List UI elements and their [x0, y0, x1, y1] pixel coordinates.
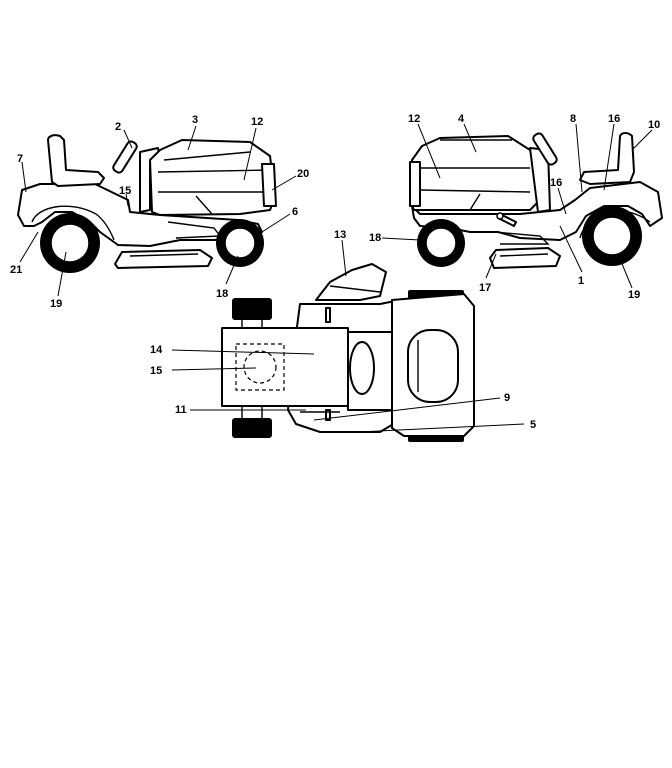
callout-right-16-top: 16: [608, 113, 620, 125]
right-steering-wheel: [532, 132, 558, 166]
callout-right-10: 10: [648, 119, 660, 131]
callout-right-19: 19: [628, 289, 640, 301]
left-seat: [47, 134, 105, 187]
callout-right-16: 16: [550, 177, 562, 189]
left-side-view: 2 3 12 7 20 15 6 21 19 18: [10, 114, 309, 310]
callout-right-8: 8: [570, 113, 576, 125]
callout-top-9: 9: [504, 392, 510, 404]
callout-top-15: 15: [150, 365, 162, 377]
callout-left-21: 21: [10, 264, 22, 276]
callout-left-15: 15: [119, 185, 131, 197]
callout-left-2: 2: [115, 121, 121, 133]
top-hood-grille: [407, 329, 459, 403]
top-view: 13 14 15 11 9 5: [150, 229, 536, 442]
callout-top-11: 11: [175, 404, 187, 416]
right-seat: [579, 132, 635, 185]
callout-top-14: 14: [150, 344, 163, 356]
right-side-view: 12 4 8 16 10 16 18 17 1 19: [369, 113, 663, 301]
right-body-fender: [411, 181, 663, 241]
left-mower-deck: [114, 249, 213, 269]
callout-left-20: 20: [297, 168, 309, 180]
callout-left-7: 7: [17, 153, 23, 165]
callout-left-3: 3: [192, 114, 198, 126]
left-steering-wheel: [112, 140, 138, 174]
callout-right-12: 12: [408, 113, 420, 125]
callout-right-4: 4: [458, 113, 465, 125]
callout-left-18: 18: [216, 288, 228, 300]
callout-left-6: 6: [292, 206, 298, 218]
callout-top-5: 5: [530, 419, 536, 431]
callout-right-1: 1: [578, 275, 584, 287]
top-rear-tire-lower: [232, 418, 272, 438]
callout-top-13: 13: [334, 229, 346, 241]
top-rear-body: [221, 327, 349, 407]
grass-chute: [315, 263, 387, 301]
top-rear-tire-upper: [232, 298, 272, 320]
callout-left-19: 19: [50, 298, 62, 310]
right-hood: [409, 135, 541, 211]
callout-right-17: 17: [479, 282, 491, 294]
callout-left-12: 12: [251, 116, 263, 128]
right-mower-deck: [489, 247, 561, 269]
callout-right-18: 18: [369, 232, 381, 244]
left-hood: [149, 139, 275, 216]
top-decal-outline: [235, 343, 285, 391]
left-body-fender: [17, 183, 263, 247]
